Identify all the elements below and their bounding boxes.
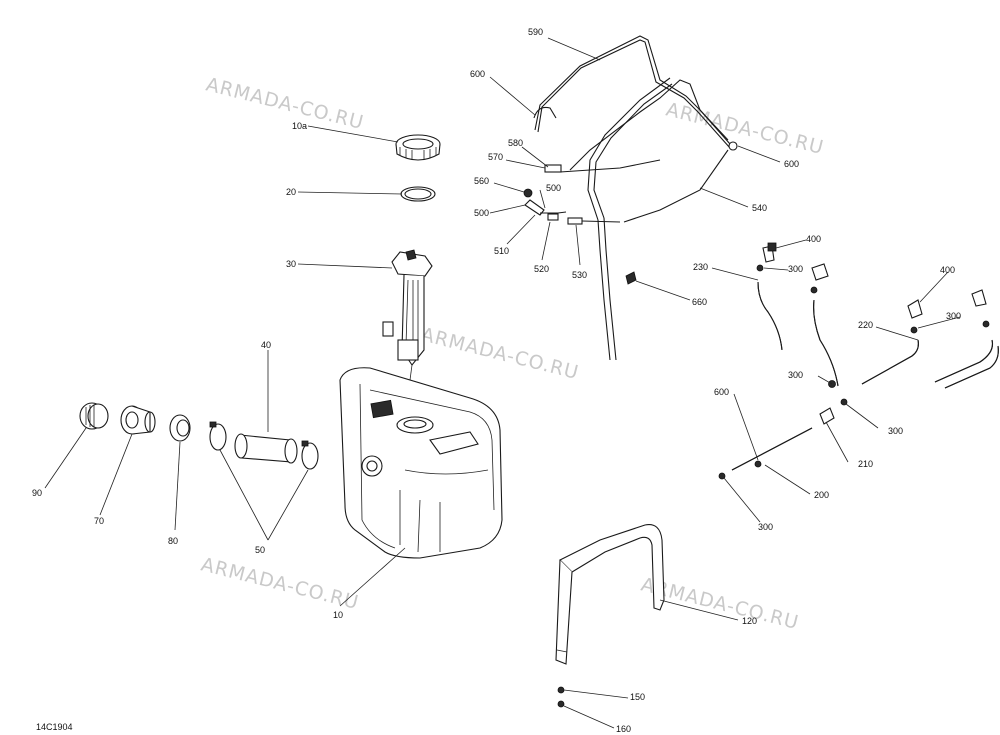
label-220: 220	[858, 320, 873, 330]
label-300-c: 300	[788, 370, 803, 380]
check-valve-560	[523, 188, 533, 198]
label-300-d: 300	[888, 426, 903, 436]
watermark-3: ARMADA-CO.RU	[419, 324, 581, 385]
label-90: 90	[32, 488, 42, 498]
vent-fittings-group	[523, 164, 637, 285]
label-160: 160	[616, 724, 631, 734]
label-50: 50	[255, 545, 265, 555]
right-hose-assembly	[718, 242, 999, 480]
fuel-cap-part	[79, 402, 109, 430]
label-200: 200	[814, 490, 829, 500]
tank-strap-part	[555, 524, 665, 708]
label-590: 590	[528, 27, 543, 37]
label-70: 70	[94, 516, 104, 526]
label-230: 230	[693, 262, 708, 272]
label-660: 660	[692, 297, 707, 307]
watermark-4: ARMADA-CO.RU	[199, 554, 361, 615]
label-10a: 10a	[292, 121, 307, 131]
fitting-570	[544, 164, 562, 173]
watermarks: ARMADA-CO.RU ARMADA-CO.RU ARMADA-CO.RU A…	[199, 74, 826, 635]
label-30: 30	[286, 259, 296, 269]
clip-660	[625, 271, 637, 285]
filler-neck-part	[120, 405, 156, 435]
label-20: 20	[286, 187, 296, 197]
label-520: 520	[534, 264, 549, 274]
lock-ring-part	[395, 134, 441, 161]
leader-lines	[44, 37, 961, 729]
label-600-lower: 600	[714, 387, 729, 397]
label-300-b: 300	[946, 311, 961, 321]
fitting-520	[547, 213, 559, 221]
grommet-part	[169, 414, 191, 442]
label-300-a: 300	[788, 264, 803, 274]
label-10: 10	[333, 610, 343, 620]
fuel-tank-part	[339, 367, 503, 559]
label-300-e: 300	[758, 522, 773, 532]
label-540: 540	[752, 203, 767, 213]
watermark-1: ARMADA-CO.RU	[204, 74, 366, 135]
label-150: 150	[630, 692, 645, 702]
o-ring-part	[400, 186, 436, 202]
label-580: 580	[508, 138, 523, 148]
diagram-code: 14C1904	[36, 722, 73, 732]
callout-labels: 10a 20 30 40 50 70 80 90 10 590 600 580 …	[32, 27, 961, 734]
label-120: 120	[742, 616, 757, 626]
label-600-top: 600	[470, 69, 485, 79]
label-560: 560	[474, 176, 489, 186]
label-600-right: 600	[784, 159, 799, 169]
label-530: 530	[572, 270, 587, 280]
label-510: 510	[494, 246, 509, 256]
label-570: 570	[488, 152, 503, 162]
hose-510	[540, 211, 567, 214]
label-400-a: 400	[806, 234, 821, 244]
label-500-a: 500	[546, 183, 561, 193]
fuel-pump-part	[382, 249, 433, 381]
vent-hose-assembly	[533, 35, 738, 361]
filler-hose-part	[234, 433, 298, 464]
fitting-530	[567, 217, 583, 225]
label-400-b: 400	[940, 265, 955, 275]
label-210: 210	[858, 459, 873, 469]
label-40: 40	[261, 340, 271, 350]
hose-500	[524, 199, 545, 216]
label-500-b: 500	[474, 208, 489, 218]
watermark-2: ARMADA-CO.RU	[664, 99, 826, 160]
label-80: 80	[168, 536, 178, 546]
hose-clamp-parts	[209, 421, 319, 470]
